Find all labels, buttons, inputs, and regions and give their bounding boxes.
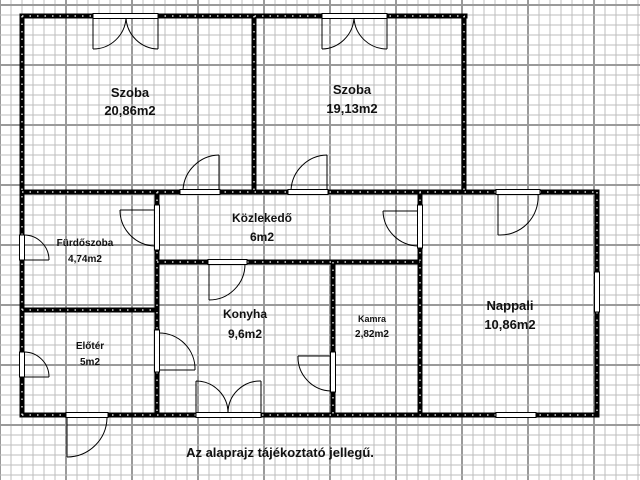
room-name: Kamra: [358, 314, 387, 324]
room-name: Közlekedő: [232, 211, 292, 225]
room-szoba-1: Szoba 20,86m2: [104, 85, 155, 118]
room-area: 10,86m2: [484, 317, 535, 332]
disclaimer-caption: Az alaprajz tájékoztató jellegű.: [186, 445, 374, 460]
room-kamra: Kamra 2,82m2: [355, 314, 389, 340]
room-name: Szoba: [333, 82, 372, 97]
room-name: Előtér: [76, 341, 104, 352]
room-nappali: Nappali 10,86m2: [484, 298, 535, 332]
room-area: 5m2: [80, 357, 100, 368]
room-labels: Szoba 20,86m2 Szoba 19,13m2 Közlekedő 6m…: [57, 82, 536, 368]
room-kozlekedo: Közlekedő 6m2: [232, 211, 292, 244]
room-konyha: Konyha 9,6m2: [223, 307, 267, 341]
room-area: 2,82m2: [355, 329, 389, 340]
room-area: 6m2: [250, 230, 274, 244]
room-name: Nappali: [487, 298, 534, 313]
windows: [92, 13, 600, 418]
room-area: 4,74m2: [68, 254, 102, 265]
room-eloter: Előtér 5m2: [76, 341, 104, 368]
room-area: 20,86m2: [104, 103, 155, 118]
room-furdoszoba: Fürdőszoba 4,74m2: [57, 238, 114, 265]
room-szoba-2: Szoba 19,13m2: [326, 82, 377, 116]
room-name: Fürdőszoba: [57, 238, 114, 249]
room-name: Szoba: [111, 85, 150, 100]
room-name: Konyha: [223, 307, 267, 321]
room-area: 19,13m2: [326, 101, 377, 116]
doors: [19, 17, 541, 458]
room-area: 9,6m2: [228, 327, 262, 341]
